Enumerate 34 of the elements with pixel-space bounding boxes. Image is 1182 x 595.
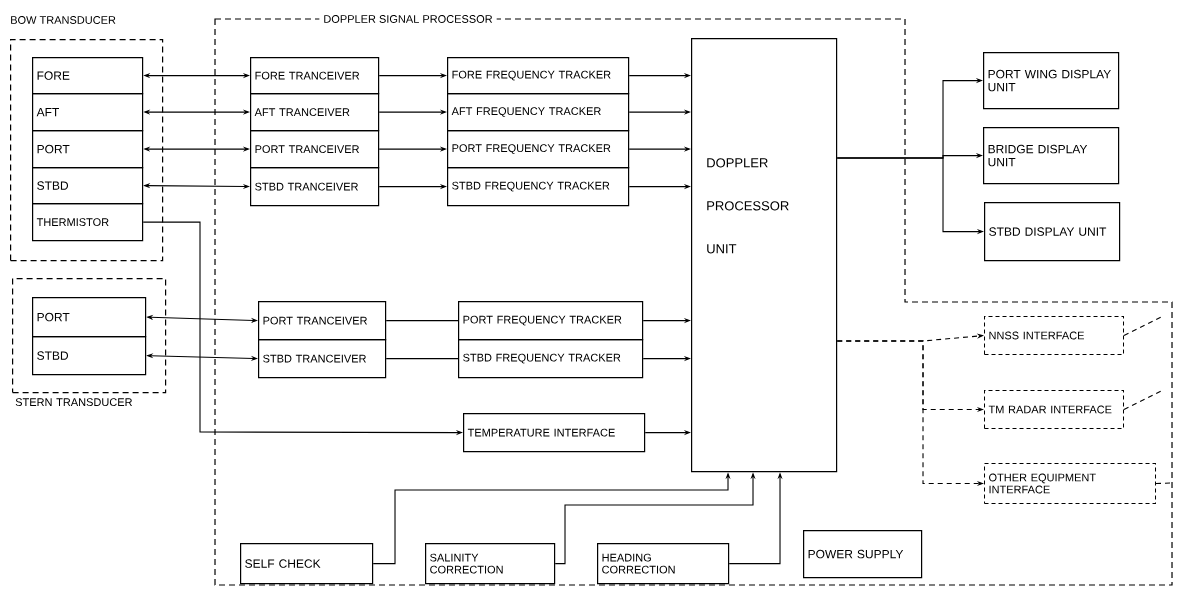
tracker-box: AFT FREQUENCY TRACKER [447, 93, 630, 132]
tracker-box: STBD FREQUENCY TRACKER [458, 339, 644, 379]
tracker-box: PORT FREQUENCY TRACKER [447, 130, 630, 169]
tracker-box: FORE FREQUENCY TRACKER [447, 57, 630, 95]
group-heading: BOW TRANSDUCER [11, 16, 116, 24]
interface-box: TM RADAR INTERFACE [984, 390, 1124, 429]
transducer-box: PORT [32, 130, 144, 169]
correction-box: HEADING CORRECTION [597, 543, 730, 585]
transducer-box: FORE [32, 57, 144, 95]
transducer-box: STBD [32, 336, 147, 376]
interface-box: TEMPERATURE INTERFACE [463, 413, 646, 453]
tranceiver-box: AFT TRANCEIVER [250, 93, 380, 132]
processor-box: DOPPLER PROCESSOR UNIT [691, 38, 838, 473]
display-unit-box: PORT WING DISPLAY UNIT [983, 52, 1120, 110]
correction-box: SELF CHECK [240, 543, 374, 585]
display-unit-box: STBD DISPLAY UNIT [984, 202, 1121, 262]
tracker-box: STBD FREQUENCY TRACKER [447, 167, 630, 207]
transducer-box: THERMISTOR [32, 203, 144, 242]
power-supply-box: POWER SUPPLY [803, 530, 923, 579]
tracker-box: PORT FREQUENCY TRACKER [458, 301, 644, 341]
transducer-box: PORT [32, 297, 147, 338]
tranceiver-box: STBD TRANCEIVER [258, 339, 387, 379]
correction-box: SALINITY CORRECTION [425, 543, 556, 585]
transducer-box: AFT [32, 93, 144, 132]
display-unit-box: BRIDGE DISPLAY UNIT [983, 127, 1120, 185]
transducer-box: STBD [32, 167, 144, 205]
group-heading: STERN TRANSDUCER [15, 398, 132, 406]
tranceiver-box: FORE TRANCEIVER [250, 57, 380, 95]
tranceiver-box: PORT TRANCEIVER [258, 301, 387, 341]
interface-box: NNSS INTERFACE [984, 316, 1124, 355]
group-heading: DOPPLER SIGNAL PROCESSOR [319, 13, 497, 25]
tranceiver-box: STBD TRANCEIVER [250, 167, 380, 207]
interface-box: OTHER EQUIPMENT INTERFACE [984, 463, 1156, 504]
tranceiver-box: PORT TRANCEIVER [250, 130, 380, 169]
